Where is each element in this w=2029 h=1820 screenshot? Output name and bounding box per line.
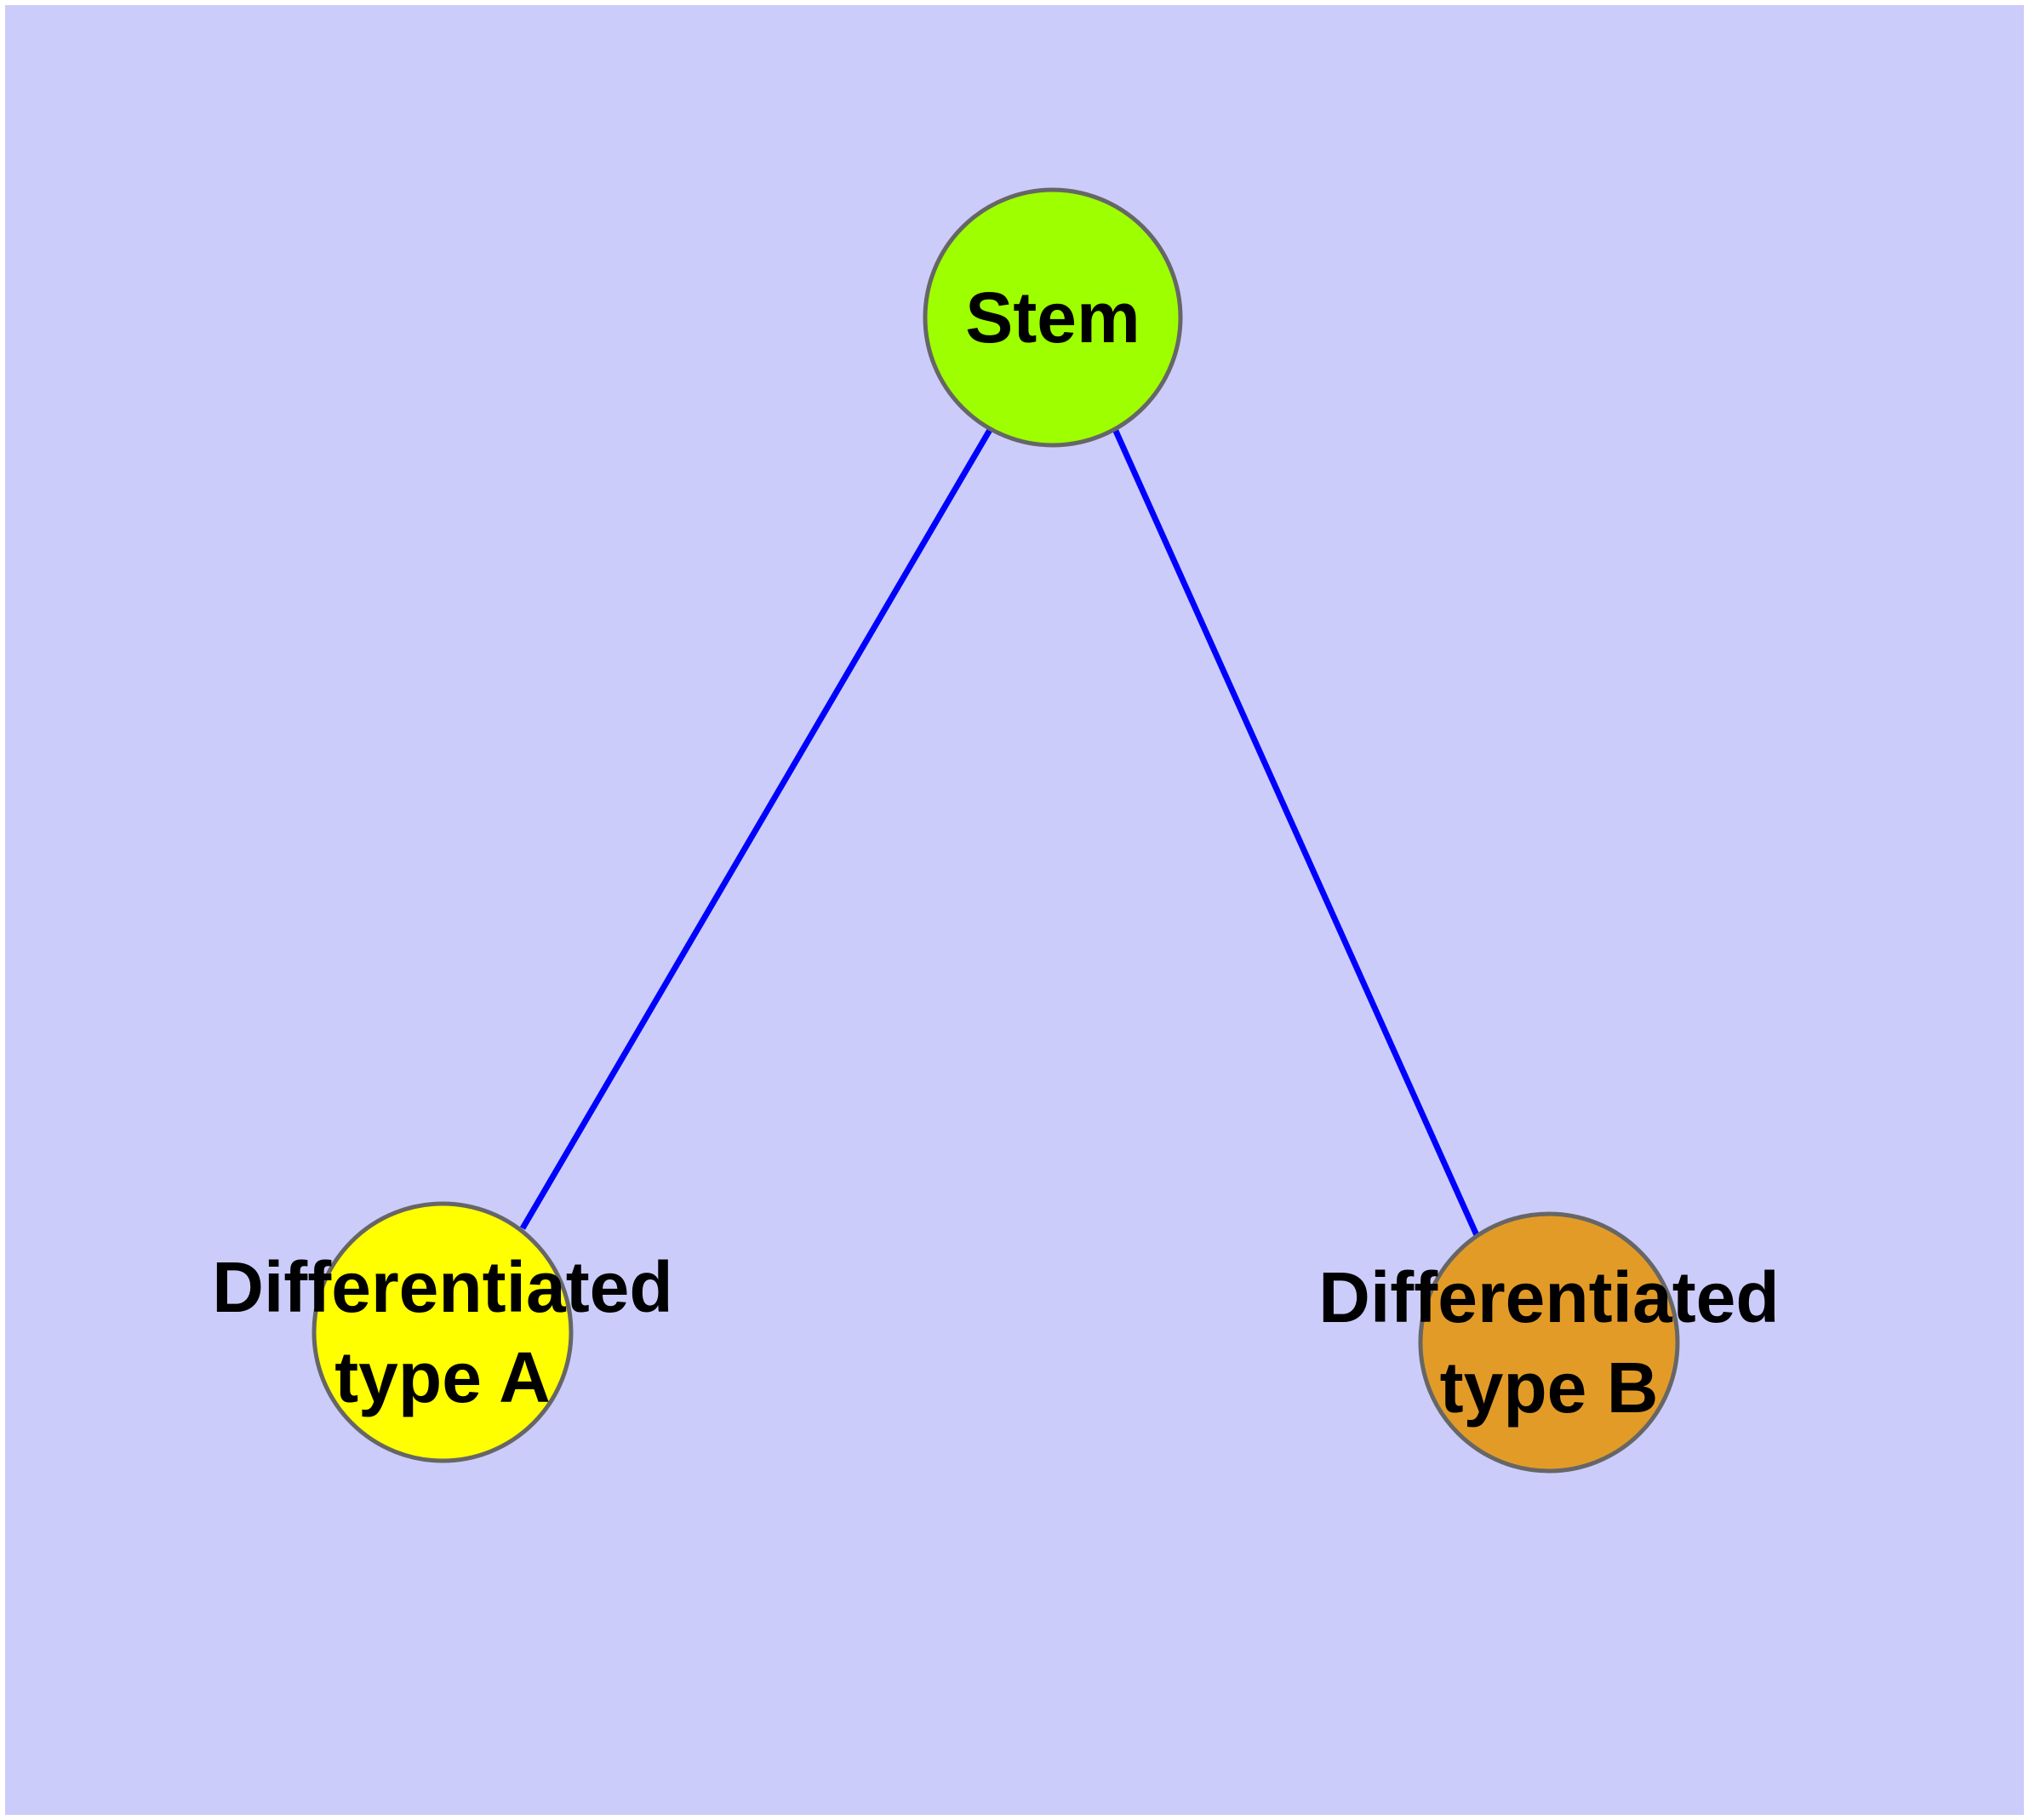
node-differentiated-type-a[interactable]: Differentiated type A [212, 1201, 673, 1463]
node-differentiated-type-b-label-line2: type B [1440, 1348, 1659, 1428]
node-differentiated-type-b-label-line1: Differentiated [1318, 1257, 1779, 1337]
node-differentiated-type-b[interactable]: Differentiated type B [1318, 1211, 1780, 1474]
edge-stem-to-differentiated-type-b[interactable] [1112, 427, 1480, 1237]
node-stem-circle[interactable] [923, 187, 1183, 448]
edge-stem-to-differentiated-type-a[interactable] [519, 428, 993, 1230]
node-differentiated-type-a-circle[interactable] [311, 1201, 574, 1463]
node-differentiated-type-a-label-line1: Differentiated [212, 1247, 672, 1327]
node-layer: Stem Differentiated type A Differentiate… [212, 187, 1780, 1474]
node-stem[interactable]: Stem [923, 187, 1183, 448]
node-stem-label: Stem [965, 278, 1140, 358]
node-differentiated-type-b-circle[interactable] [1418, 1211, 1680, 1474]
node-differentiated-type-a-label-line2: type A [334, 1337, 551, 1417]
edge-layer [519, 427, 1480, 1237]
